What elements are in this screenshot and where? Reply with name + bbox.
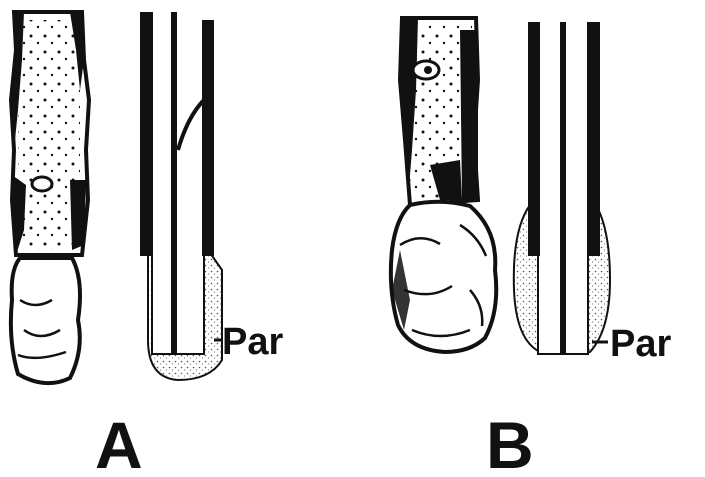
panel-b-section xyxy=(514,22,610,354)
panel-a-bark-texture xyxy=(18,20,80,250)
panel-a-exterior-cutting xyxy=(11,12,89,383)
panel-b-label: B xyxy=(486,408,534,477)
panel-a-section-pith xyxy=(171,12,177,354)
panel-a-label: A xyxy=(95,408,143,477)
panel-a-section-bark-left xyxy=(140,12,152,256)
panel-b: Par B xyxy=(391,18,672,477)
panel-a-section-wood xyxy=(152,12,204,354)
panel-a-bark-shadow-lower-right xyxy=(70,180,86,250)
panel-a-section xyxy=(140,12,222,380)
panel-b-section-bark-right xyxy=(588,22,600,256)
panel-b-bark-shadow-right xyxy=(460,30,478,200)
panel-b-exterior-cutting xyxy=(391,18,496,352)
panel-b-callout-label: Par xyxy=(610,323,671,365)
panel-a-callus xyxy=(11,258,80,383)
panel-a: Par A xyxy=(11,12,284,477)
panel-b-callus xyxy=(391,202,496,352)
panel-b-section-pith xyxy=(560,22,566,354)
panel-a-callout-label: Par xyxy=(222,321,283,363)
panel-a-bud-icon xyxy=(32,177,52,191)
panel-a-callout: Par xyxy=(214,321,283,363)
